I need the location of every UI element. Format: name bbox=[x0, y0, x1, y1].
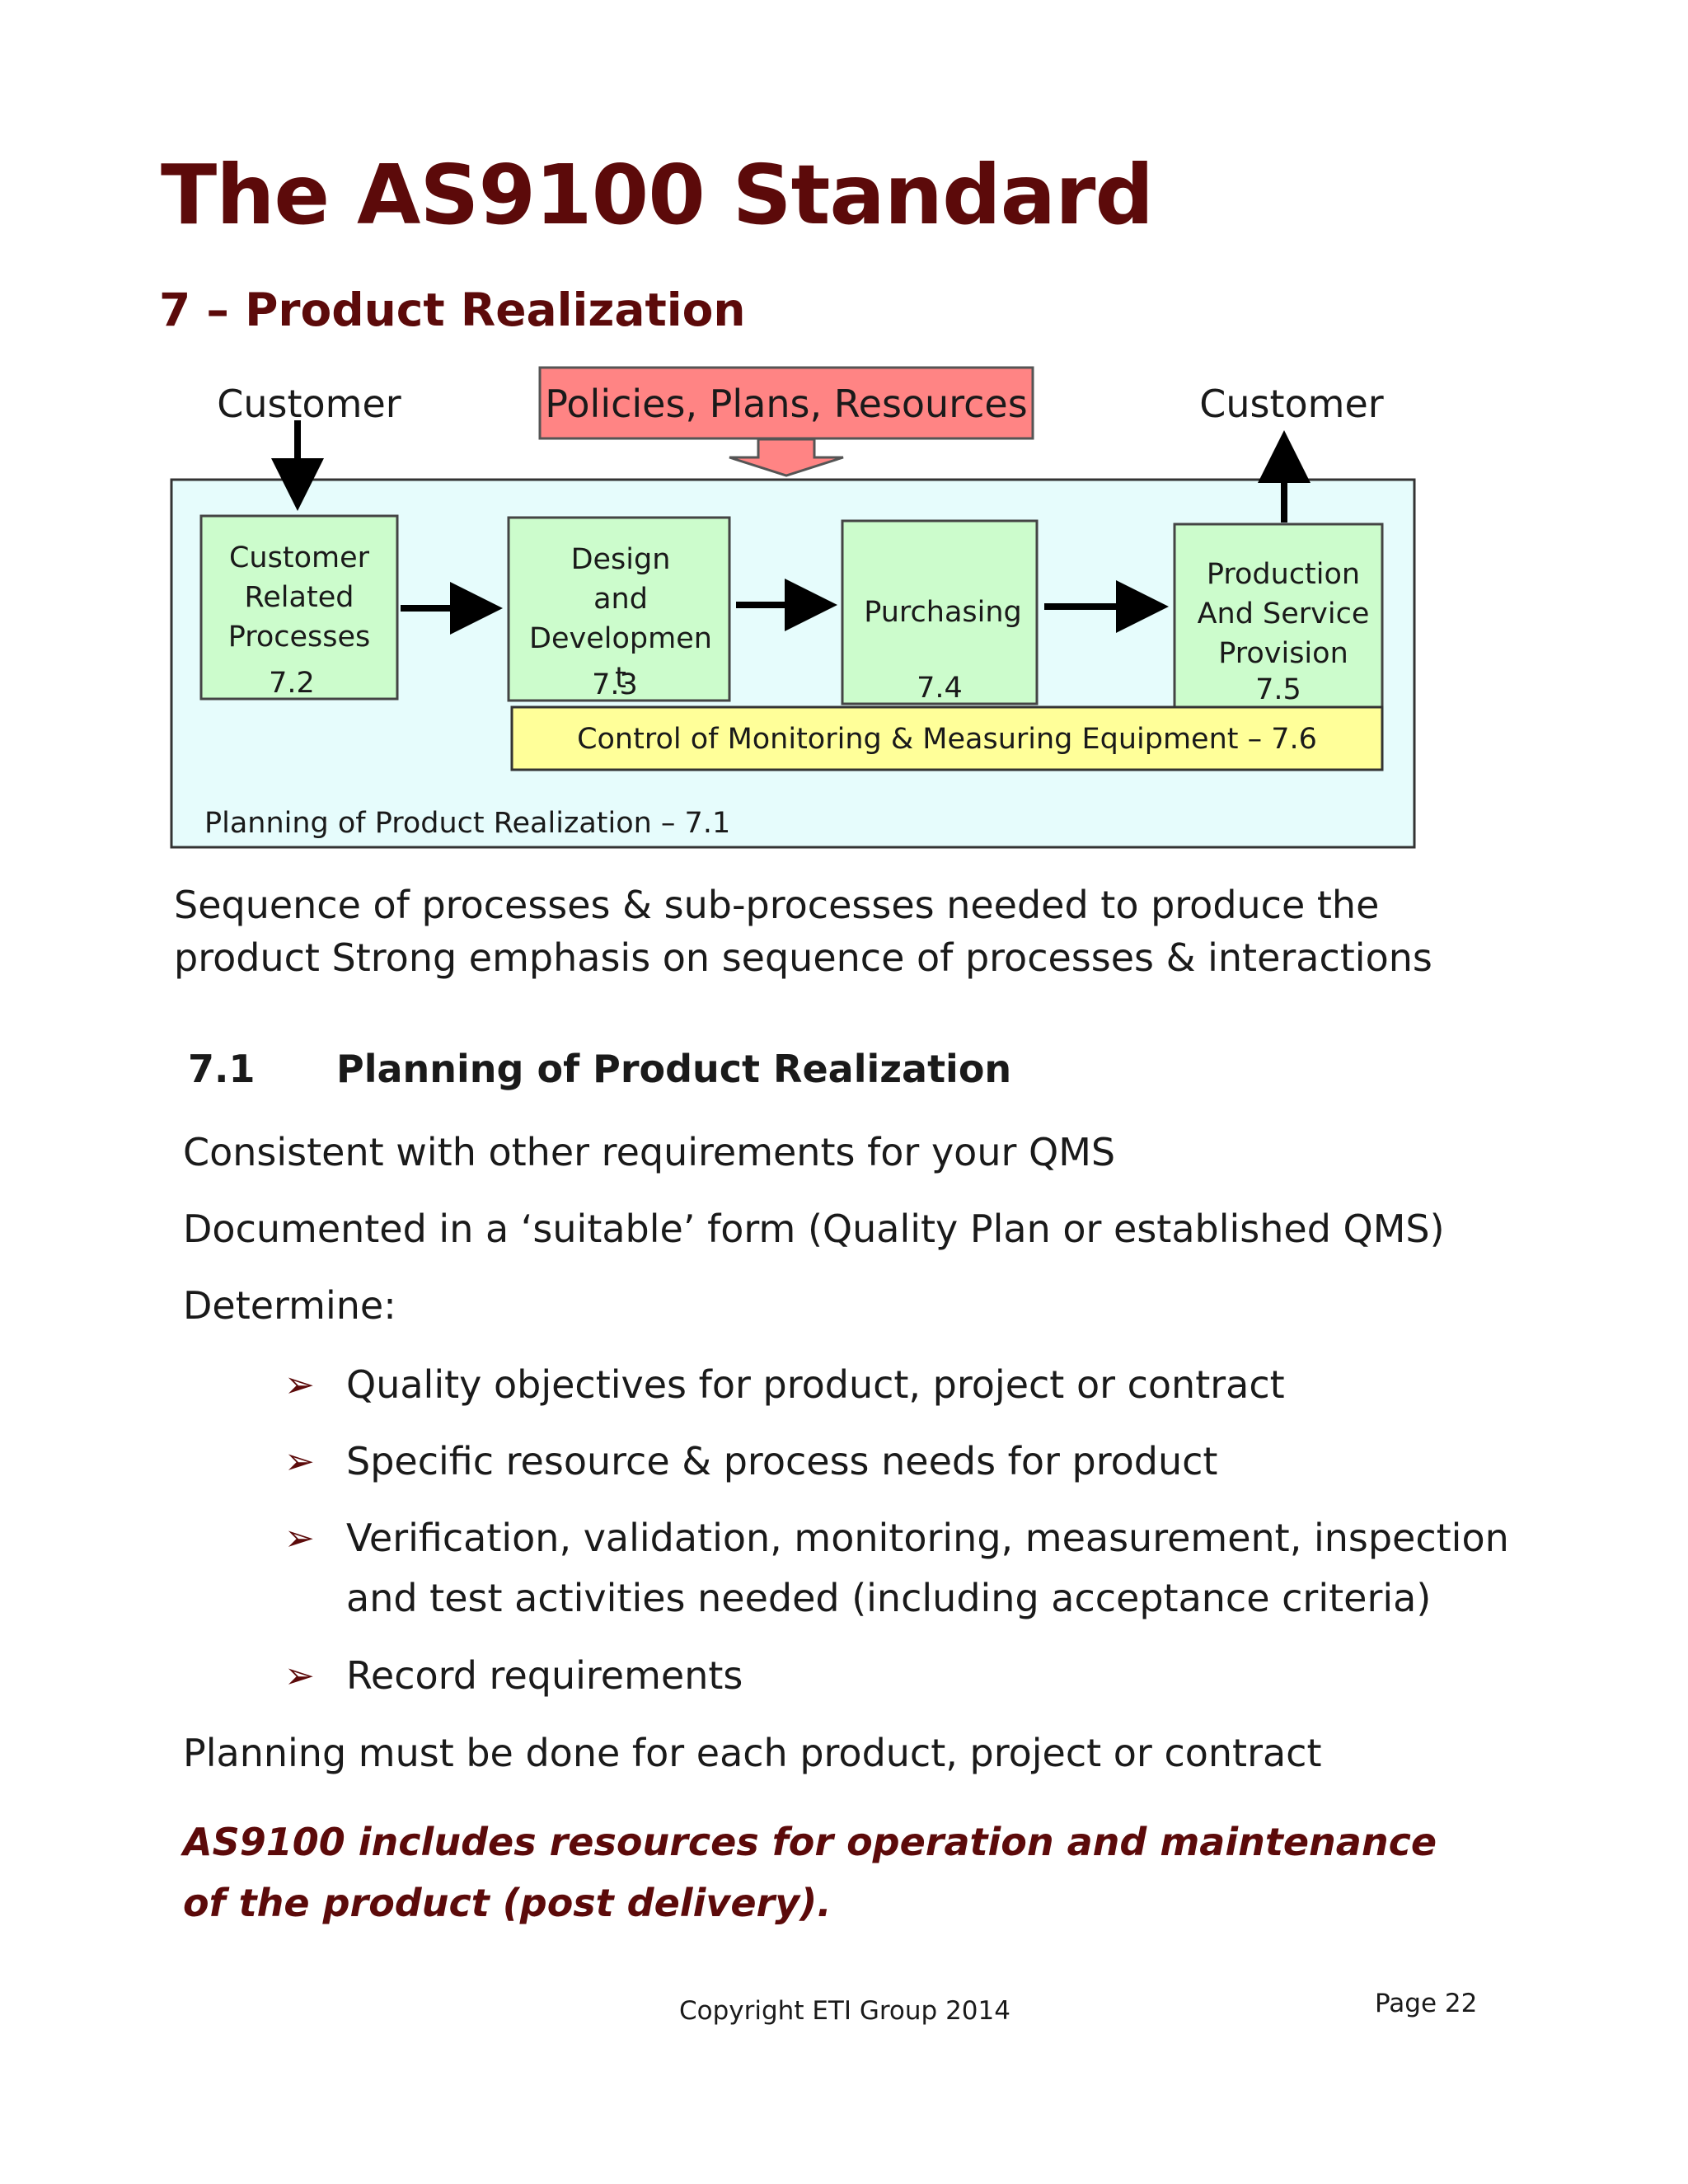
policies-label: Policies, Plans, Resources bbox=[545, 382, 1027, 426]
process-box-7-3: Design and Developmen t 7.3 bbox=[507, 516, 731, 702]
paragraph: Documented in a ‘suitable’ form (Quality… bbox=[183, 1207, 1445, 1251]
section-subtitle: 7 – Product Realization bbox=[159, 284, 746, 336]
box-line: Design bbox=[571, 543, 671, 576]
arrowhead-bullet-icon: ➢ bbox=[284, 1655, 315, 1697]
box-line: Customer bbox=[229, 541, 370, 574]
emphasis-note: AS9100 includes resources for operation … bbox=[183, 1820, 1437, 1925]
box-line-overflow: t bbox=[615, 662, 626, 695]
paragraph: Consistent with other requirements for y… bbox=[183, 1130, 1116, 1174]
intro-line: Sequence of processes & sub-processes ne… bbox=[174, 883, 1380, 927]
box-line: Purchasing bbox=[864, 596, 1022, 629]
box-line: Production bbox=[1207, 558, 1360, 591]
box-line: Provision bbox=[1218, 637, 1348, 670]
section-number: 7.1 bbox=[188, 1047, 256, 1091]
process-diagram: Policies, Plans, Resources Customer Cust… bbox=[170, 366, 1416, 849]
arrowhead-bullet-icon: ➢ bbox=[284, 1441, 315, 1483]
monitoring-bar bbox=[510, 705, 1384, 771]
bullet-text: Record requirements bbox=[346, 1653, 743, 1698]
intro-line: product Strong emphasis on sequence of p… bbox=[174, 935, 1432, 980]
paragraph: Determine: bbox=[183, 1283, 396, 1328]
bullet-text: Specific resource & process needs for pr… bbox=[346, 1439, 1218, 1483]
process-box-7-5: Production And Service Provision 7.5 bbox=[1173, 523, 1384, 712]
process-box-7-4: Purchasing 7.4 bbox=[841, 519, 1039, 705]
box-number: 7.4 bbox=[917, 672, 963, 705]
box-number: 7.5 bbox=[1255, 673, 1301, 706]
monitoring-label: Control of Monitoring & Measuring Equipm… bbox=[577, 723, 1317, 756]
section-heading: Planning of Product Realization bbox=[336, 1047, 1012, 1091]
box-line: Processes bbox=[228, 621, 371, 654]
process-box-7-2: Customer Related Processes 7.2 bbox=[199, 514, 399, 701]
paragraph: Planning must be done for each product, … bbox=[183, 1731, 1322, 1775]
customer-right-label: Customer bbox=[1199, 382, 1384, 426]
arrowhead-bullet-icon: ➢ bbox=[284, 1517, 315, 1559]
page-number: Page 22 bbox=[1375, 1989, 1478, 2018]
bullet-text: and test activities needed (including ac… bbox=[346, 1576, 1432, 1620]
box-number: 7.3 bbox=[592, 668, 638, 701]
box-line: Related bbox=[245, 581, 354, 614]
page-title: The AS9100 Standard bbox=[161, 147, 1154, 243]
bullet-text: Verification, validation, monitoring, me… bbox=[346, 1516, 1509, 1560]
copyright-footer: Copyright ETI Group 2014 bbox=[679, 1996, 1010, 2026]
box-line: and bbox=[593, 583, 648, 616]
box-line: Developmen bbox=[529, 622, 712, 655]
arrowhead-bullet-icon: ➢ bbox=[284, 1364, 315, 1406]
policies-box bbox=[538, 366, 1034, 440]
box-line: And Service bbox=[1198, 598, 1370, 630]
customer-left-label: Customer bbox=[217, 382, 401, 426]
bullet-text: Quality objectives for product, project … bbox=[346, 1362, 1285, 1407]
box-number: 7.2 bbox=[269, 667, 315, 700]
planning-label: Planning of Product Realization – 7.1 bbox=[204, 807, 730, 840]
policies-down-arrow-icon bbox=[729, 438, 844, 477]
